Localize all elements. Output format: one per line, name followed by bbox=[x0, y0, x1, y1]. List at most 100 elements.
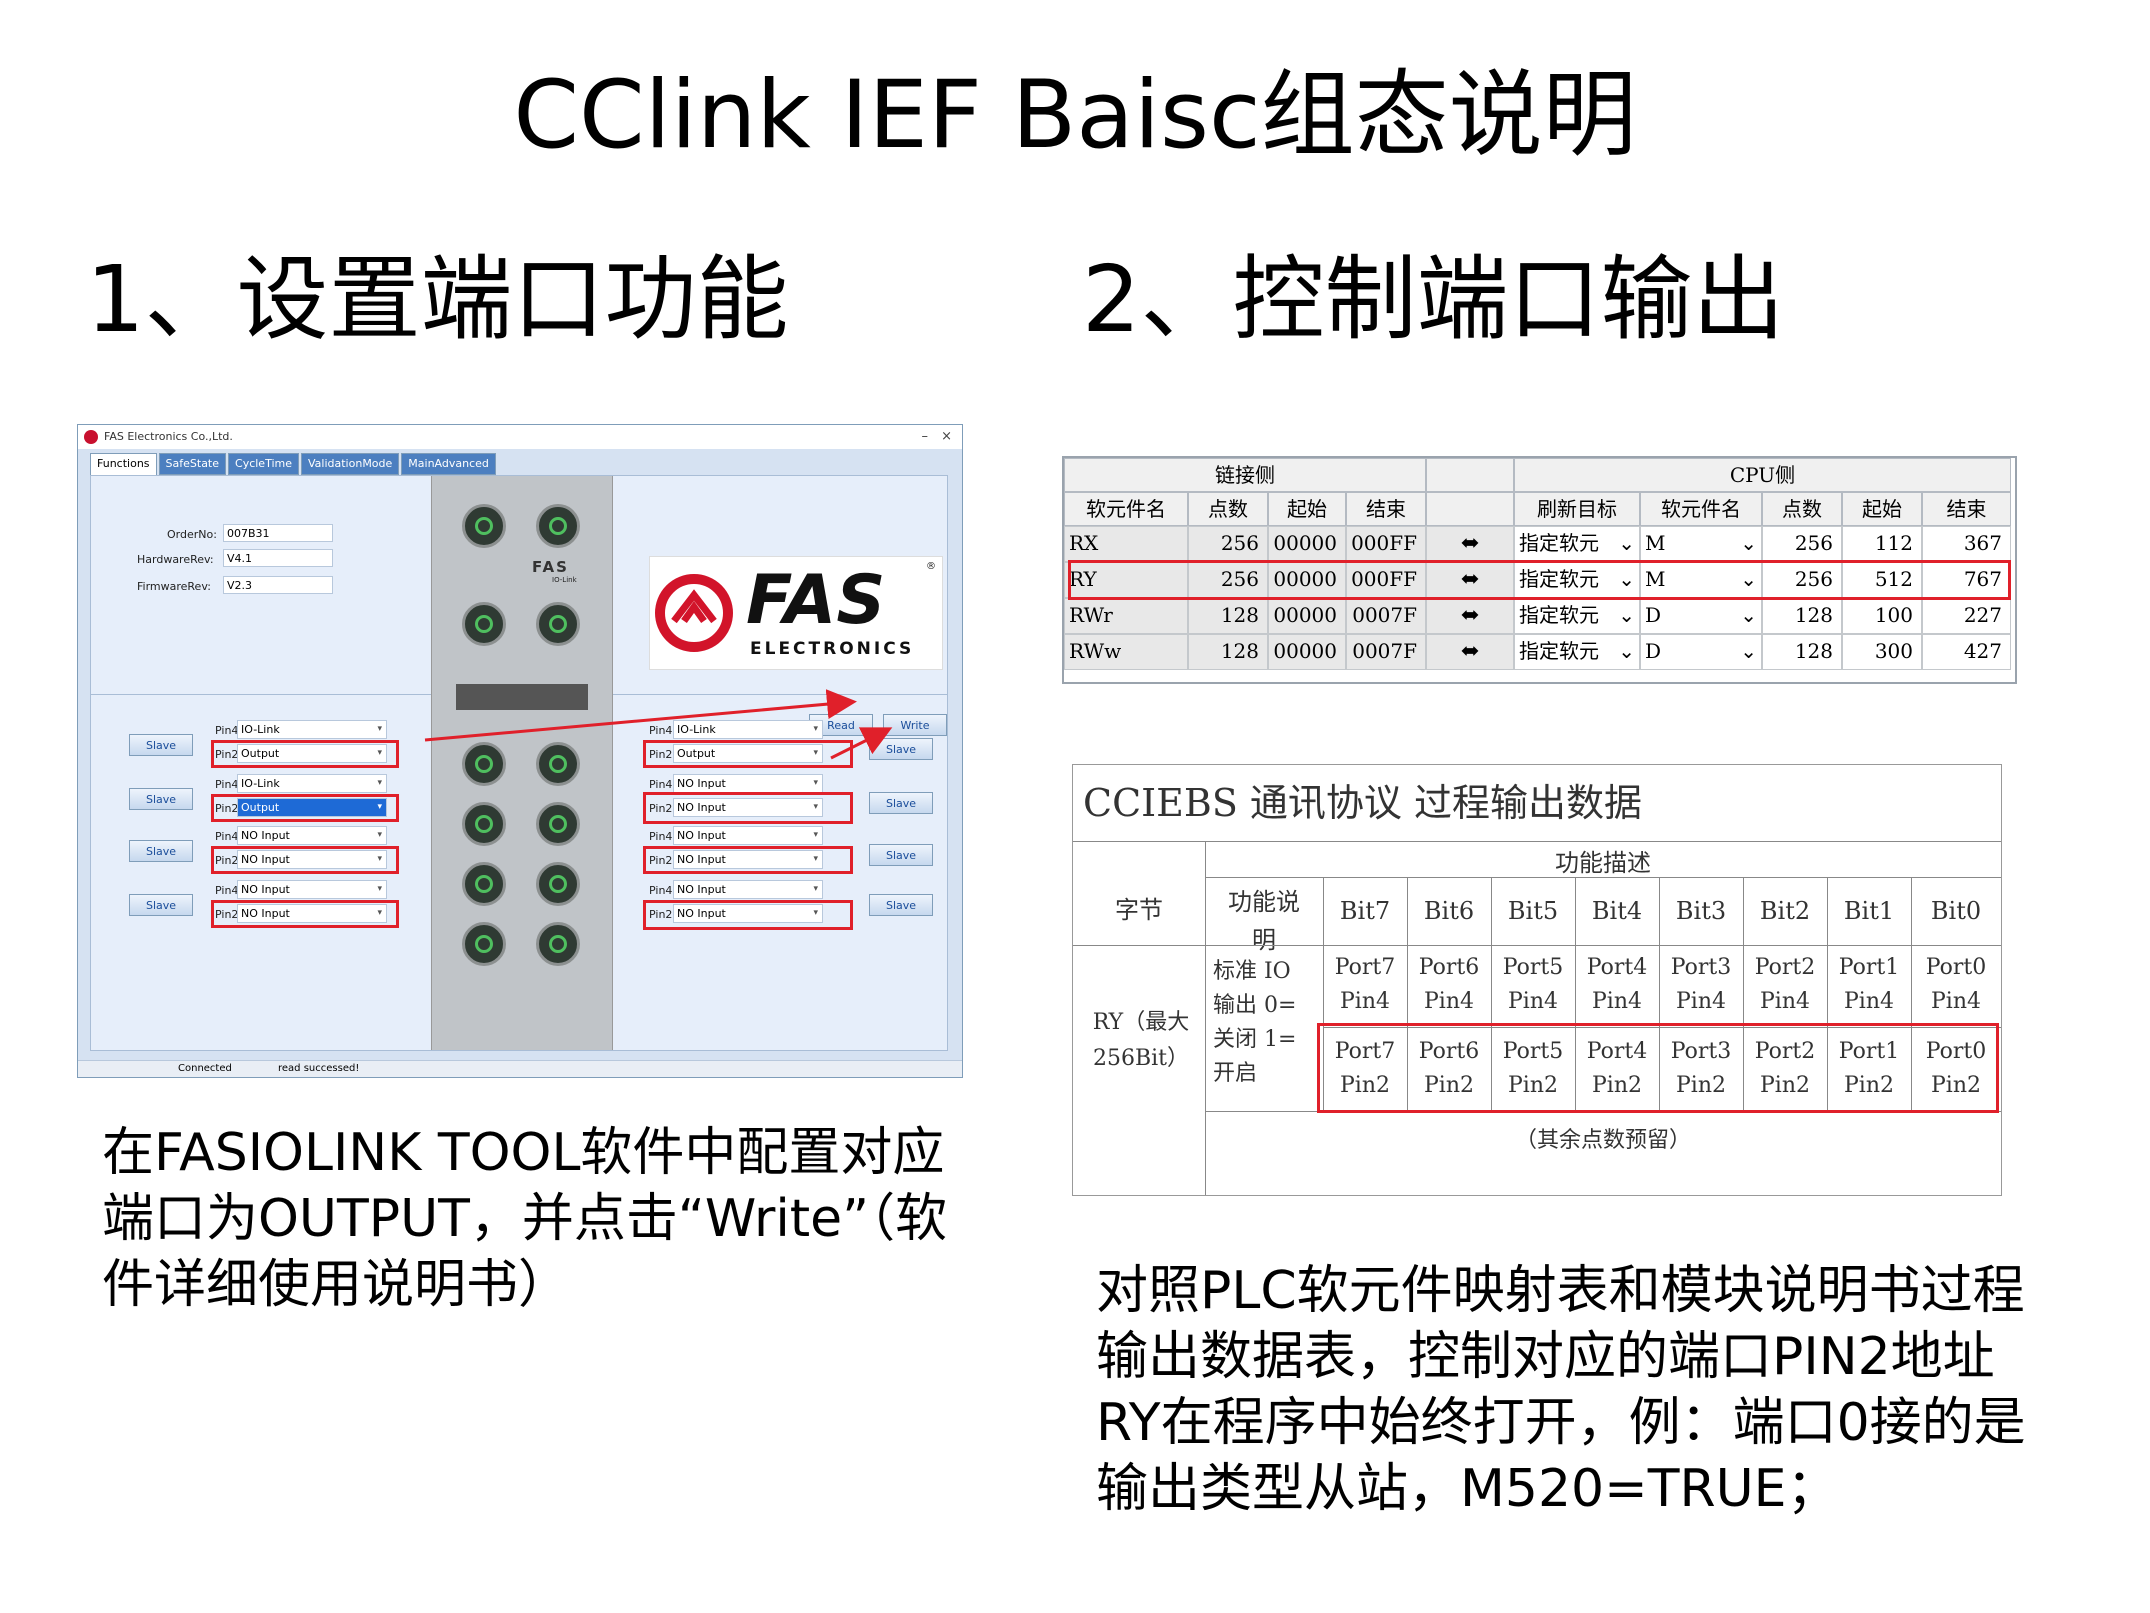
right-port-2-pin2-select[interactable]: NO Input▾ bbox=[673, 798, 823, 817]
col-header-blank bbox=[1426, 492, 1514, 526]
logo-sub: ELECTRONICS bbox=[750, 639, 915, 659]
highlight-box bbox=[643, 740, 853, 768]
right-port-3-pin2-select[interactable]: NO Input▾ bbox=[673, 850, 823, 869]
close-button[interactable]: × bbox=[941, 429, 952, 444]
cpu-start[interactable]: 112 bbox=[1842, 526, 1922, 562]
connector-icon bbox=[462, 602, 506, 646]
status-bar: Connected read successed! bbox=[78, 1060, 962, 1077]
col-header: 点数 bbox=[1188, 492, 1268, 526]
bit-cell: Port3 Pin4 bbox=[1670, 955, 1732, 1014]
bit-header: Bit2 bbox=[1759, 897, 1811, 925]
func-desc-header: 功能描述 bbox=[1555, 849, 1651, 877]
std-io-desc: 标准 IO 输出 0=关闭 1=开启 bbox=[1213, 959, 1297, 1086]
right-port-2-pin4-select[interactable]: NO Input▾ bbox=[673, 774, 823, 793]
logo-reg: ® bbox=[926, 561, 936, 572]
right-port-4-pin2-select[interactable]: NO Input▾ bbox=[673, 904, 823, 923]
col-header: 刷新目标 bbox=[1514, 492, 1640, 526]
bit-cell: Port2 Pin2 bbox=[1754, 1039, 1816, 1098]
slave-button-right-3[interactable]: Slave bbox=[869, 844, 933, 866]
bit-cell: Port1 Pin2 bbox=[1838, 1039, 1900, 1098]
pin4-label: Pin4: bbox=[215, 884, 243, 897]
right-port-1-pin4-select[interactable]: IO-Link▾ bbox=[673, 720, 823, 739]
refresh-target-select[interactable]: 指定软元⌄ bbox=[1514, 526, 1640, 562]
pin2-row-highlight bbox=[1317, 1023, 1999, 1113]
slave-button-right-4[interactable]: Slave bbox=[869, 894, 933, 916]
chevron-down-icon: ⌄ bbox=[1740, 567, 1757, 591]
device-name-select[interactable]: D⌄ bbox=[1640, 598, 1762, 634]
pin2-label: Pin2: bbox=[215, 802, 243, 815]
left-port-3-pin2-select[interactable]: NO Input▾ bbox=[237, 850, 387, 869]
left-port-1-pin4-select[interactable]: IO-Link▾ bbox=[237, 720, 387, 739]
pin4-label: Pin4: bbox=[649, 830, 677, 843]
tab-mainadvanced[interactable]: MainAdvanced bbox=[401, 453, 496, 475]
slave-button-left-3[interactable]: Slave bbox=[129, 840, 193, 862]
tab-cycletime[interactable]: CycleTime bbox=[228, 453, 299, 475]
left-port-2-pin2-select[interactable]: Output▾ bbox=[237, 798, 387, 817]
bit-cell: Port6 Pin2 bbox=[1418, 1039, 1480, 1098]
right-port-1-pin2-select[interactable]: Output▾ bbox=[673, 744, 823, 763]
slave-button-left-1[interactable]: Slave bbox=[129, 734, 193, 756]
instruction-text-1: 在FASIOLINK TOOL软件中配置对应端口为OUTPUT，并点击“Writ… bbox=[102, 1123, 948, 1315]
logo-text: FAS bbox=[746, 561, 886, 640]
chevron-down-icon: ⌄ bbox=[1618, 567, 1635, 591]
left-port-4-pin2-select[interactable]: NO Input▾ bbox=[237, 904, 387, 923]
status-read: read successed! bbox=[278, 1063, 360, 1074]
refresh-target-select[interactable]: 指定软元⌄ bbox=[1514, 598, 1640, 634]
cpu-points[interactable]: 256 bbox=[1762, 562, 1842, 598]
left-port-1-pin2-select[interactable]: Output▾ bbox=[237, 744, 387, 763]
minimize-button[interactable]: – bbox=[921, 429, 929, 444]
right-port-4-pin4-select[interactable]: NO Input▾ bbox=[673, 880, 823, 899]
bit-cell: Port4 Pin4 bbox=[1586, 955, 1648, 1014]
cpu-start[interactable]: 300 bbox=[1842, 634, 1922, 670]
slave-button-left-2[interactable]: Slave bbox=[129, 788, 193, 810]
cpu-start[interactable]: 100 bbox=[1842, 598, 1922, 634]
row-name: RX bbox=[1064, 526, 1188, 562]
cpu-start[interactable]: 512 bbox=[1842, 562, 1922, 598]
left-port-2-pin4-select[interactable]: IO-Link▾ bbox=[237, 774, 387, 793]
device-image: FAS IO-Link bbox=[431, 476, 613, 1050]
ry-label: RY（最大256Bit） bbox=[1092, 1010, 1190, 1071]
cpu-end: 367 bbox=[1922, 526, 2011, 562]
row-start: 00000 bbox=[1268, 598, 1346, 634]
cpu-points[interactable]: 128 bbox=[1762, 634, 1842, 670]
col-header: 起始 bbox=[1842, 492, 1922, 526]
right-port-3-pin4-select[interactable]: NO Input▾ bbox=[673, 826, 823, 845]
highlight-box bbox=[211, 740, 399, 768]
read-button[interactable]: Read bbox=[809, 714, 873, 736]
write-button[interactable]: Write bbox=[883, 714, 947, 736]
annotation-arrows bbox=[424, 689, 893, 760]
left-port-4-pin4-select[interactable]: NO Input▾ bbox=[237, 880, 387, 899]
refresh-target-select[interactable]: 指定软元⌄ bbox=[1514, 634, 1640, 670]
device-mapping-table: 链接侧 CPU侧 软元件名 点数 起始 结束 刷新目标 软元件名 点数 起始 结… bbox=[1062, 456, 2017, 684]
slave-button-right-2[interactable]: Slave bbox=[869, 792, 933, 814]
highlight-box bbox=[643, 792, 853, 824]
cpu-points[interactable]: 256 bbox=[1762, 526, 1842, 562]
pin2-label: Pin2: bbox=[215, 908, 243, 921]
device-name-select[interactable]: M⌄ bbox=[1640, 526, 1762, 562]
app-logo-icon bbox=[84, 430, 98, 444]
device-name-select[interactable]: D⌄ bbox=[1640, 634, 1762, 670]
bit-header: Bit3 bbox=[1675, 897, 1727, 925]
pin4-label: Pin4: bbox=[649, 778, 677, 791]
bit-header: Bit1 bbox=[1843, 897, 1895, 925]
device-name-select[interactable]: M⌄ bbox=[1640, 562, 1762, 598]
tab-safestate[interactable]: SafeState bbox=[158, 453, 227, 475]
chevron-down-icon: ⌄ bbox=[1618, 531, 1635, 555]
tab-functions[interactable]: Functions bbox=[90, 453, 157, 476]
hardware-field: V4.1 bbox=[223, 549, 333, 567]
tab-validationmode[interactable]: ValidationMode bbox=[301, 453, 400, 475]
pin4-label: Pin4: bbox=[649, 884, 677, 897]
row-end: 0007F bbox=[1346, 598, 1426, 634]
cpu-side-header: CPU侧 bbox=[1514, 458, 2011, 492]
device-brand: FAS bbox=[532, 558, 569, 576]
refresh-target-select[interactable]: 指定软元⌄ bbox=[1514, 562, 1640, 598]
pin4-label: Pin4: bbox=[215, 778, 243, 791]
row-points: 256 bbox=[1188, 562, 1268, 598]
left-port-3-pin4-select[interactable]: NO Input▾ bbox=[237, 826, 387, 845]
cpu-points[interactable]: 128 bbox=[1762, 598, 1842, 634]
slave-button-left-4[interactable]: Slave bbox=[129, 894, 193, 916]
pin2-label: Pin2: bbox=[215, 748, 243, 761]
double-arrow-icon: ⬌ bbox=[1426, 598, 1514, 634]
row-start: 00000 bbox=[1268, 634, 1346, 670]
connector-icon bbox=[536, 742, 580, 786]
